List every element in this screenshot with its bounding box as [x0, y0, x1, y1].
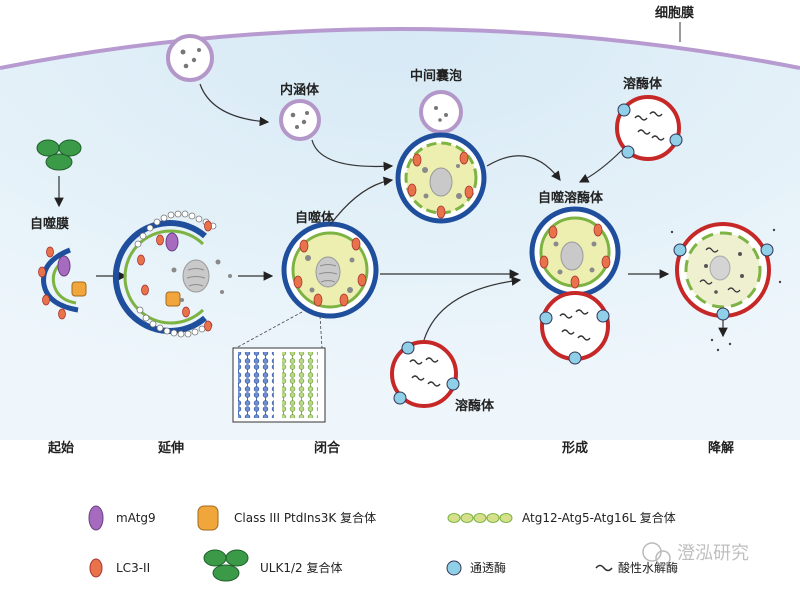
endosome-label: 内涵体	[280, 82, 320, 98]
legend-class3: Class III PtdIns3K 复合体	[234, 510, 376, 525]
watermark: 澄泓研究	[642, 542, 749, 566]
legend-atg12: Atg12-Atg5-Atg16L 复合体	[522, 510, 676, 525]
legend-ulk: ULK1/2 复合体	[260, 560, 342, 575]
membrane-bilayer-inset	[232, 347, 326, 423]
permease-icon	[446, 560, 462, 576]
lysosome-bottom-label: 溶酶体	[455, 398, 495, 414]
legend: mAtg9 Class III PtdIns3K 复合体 Atg12-Atg5-…	[88, 505, 678, 582]
lysosome-top	[615, 95, 683, 161]
stage-elongation: 延伸	[157, 440, 184, 456]
lysosome-top-label: 溶酶体	[623, 76, 663, 92]
stage-closure: 闭合	[314, 440, 341, 456]
autophagosome	[281, 221, 379, 319]
amphisome	[395, 90, 487, 224]
legend-permease: 通透酶	[470, 560, 506, 575]
phagophore-elongation	[112, 210, 232, 338]
class3-icon	[197, 505, 219, 531]
stage-formation: 形成	[562, 440, 588, 456]
stage-degradation: 降解	[708, 440, 734, 456]
autolysosome-degradation	[670, 222, 782, 352]
cell-membrane-label: 细胞膜	[655, 5, 694, 21]
legend-matg9: mAtg9	[116, 511, 156, 525]
ulk-complex-initiation	[36, 139, 82, 171]
hydrolase-icon	[595, 564, 613, 572]
endosome-budding	[166, 34, 214, 82]
lc3-icon	[89, 558, 103, 578]
legend-hydrolase: 酸性水解酶	[618, 560, 678, 575]
atg12-complex-icon	[447, 513, 513, 523]
autolysosome-formation	[529, 206, 621, 365]
ulk-complex-icon	[203, 549, 249, 582]
autophagic-membrane-label: 自噬膜	[30, 216, 69, 232]
watermark-text: 澄泓研究	[677, 543, 749, 564]
phagophore-initiation	[38, 246, 87, 320]
stage-initiation: 起始	[47, 440, 74, 456]
lysosome-bottom	[390, 340, 460, 408]
autolysosome-label: 自噬溶酶体	[538, 190, 604, 206]
intermediate-vesicle-label: 中间囊泡	[410, 68, 462, 84]
matg9-icon	[88, 505, 104, 531]
cell-membrane	[0, 27, 800, 70]
legend-lc3: LC3-II	[116, 561, 150, 575]
endosome	[279, 99, 321, 141]
